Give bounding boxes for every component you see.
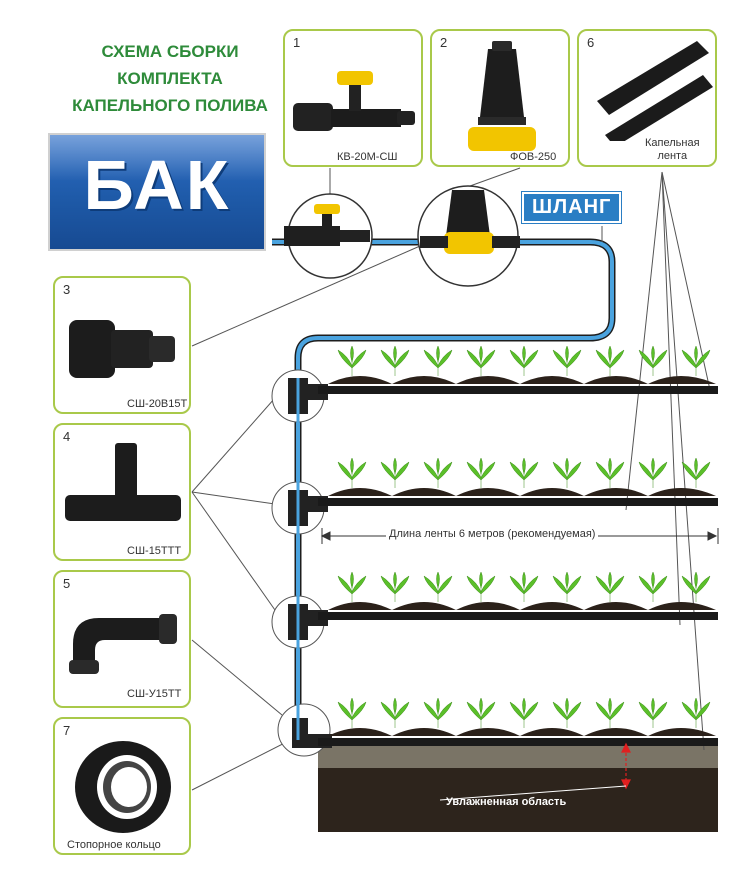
seedling: [467, 572, 495, 602]
adapter-icon: [55, 292, 189, 402]
part-card-3: 3 СШ-20В15Т: [53, 276, 191, 414]
row-1: [318, 376, 718, 394]
seedling: [682, 458, 710, 488]
part-card-5: 5 СШ-У15ТТ: [53, 570, 191, 708]
seedling: [338, 458, 366, 488]
seedling: [338, 346, 366, 376]
part-caption: КВ-20М-СШ: [337, 151, 398, 163]
seedling: [553, 346, 581, 376]
tape-length-note: Длина ленты 6 метров (рекомендуемая): [386, 528, 598, 540]
seedling: [424, 572, 452, 602]
seedling: [510, 346, 538, 376]
part-caption: СШ-15ТТТ: [127, 545, 181, 557]
seedling: [596, 698, 624, 728]
seedling: [682, 698, 710, 728]
filter-icon: [432, 37, 568, 157]
seedling: [338, 572, 366, 602]
seedling: [424, 698, 452, 728]
seedling: [467, 698, 495, 728]
tee-fittings: [272, 370, 332, 756]
drip-tape-icon: [579, 31, 715, 141]
seedling: [510, 458, 538, 488]
seedling: [639, 698, 667, 728]
seedling: [424, 458, 452, 488]
seedling: [467, 458, 495, 488]
hose-label: ШЛАНГ: [522, 192, 621, 223]
row-3: [318, 602, 718, 620]
part-caption: СШ-20В15Т: [127, 398, 187, 410]
seedling: [338, 698, 366, 728]
seedling: [424, 346, 452, 376]
part-caption: СШ-У15ТТ: [127, 688, 181, 700]
title-line-1: СХЕМА СБОРКИ: [60, 38, 280, 65]
part-card-6: 6 Капельная лента: [577, 29, 717, 167]
seedling: [639, 458, 667, 488]
zoom-circle-valve: [288, 194, 372, 278]
seedling: [381, 346, 409, 376]
part-card-1: 1 КВ-20М-СШ: [283, 29, 423, 167]
soil-bed: [318, 738, 718, 832]
main-hose: [272, 242, 612, 740]
seedling: [682, 346, 710, 376]
seedling: [682, 572, 710, 602]
tee-icon: [55, 439, 189, 549]
part-caption: Стопорное кольцо: [67, 839, 161, 851]
part-caption: Капельная лента: [645, 137, 700, 163]
tank-label: БАК: [50, 145, 264, 225]
seedling: [553, 698, 581, 728]
moist-area-note: Увлажненная область: [446, 796, 566, 808]
seedling: [639, 346, 667, 376]
part-card-2: 2 ФОВ-250: [430, 29, 570, 167]
title-line-2: КОМПЛЕКТА: [60, 65, 280, 92]
seedling: [596, 572, 624, 602]
moist-arrow: [622, 744, 630, 788]
seedling: [467, 346, 495, 376]
row-4: [318, 728, 718, 746]
part-card-7: 7 Стопорное кольцо: [53, 717, 191, 855]
seedling: [553, 572, 581, 602]
seedling: [639, 572, 667, 602]
elbow-icon: [55, 586, 189, 696]
seedling: [510, 698, 538, 728]
seedling: [381, 698, 409, 728]
seedling: [381, 572, 409, 602]
seedling: [596, 458, 624, 488]
part-card-4: 4 СШ-15ТТТ: [53, 423, 191, 561]
tank-sign: БАК: [48, 133, 266, 251]
seedling: [596, 346, 624, 376]
part-caption: ФОВ-250: [510, 151, 556, 163]
valve-icon: [285, 45, 421, 155]
seedling: [553, 458, 581, 488]
title-line-3: КАПЕЛЬНОГО ПОЛИВА: [60, 92, 280, 119]
lock-ring-icon: [55, 725, 189, 835]
zoom-circle-filter: [418, 186, 518, 286]
seedling: [381, 458, 409, 488]
diagram-title: СХЕМА СБОРКИ КОМПЛЕКТА КАПЕЛЬНОГО ПОЛИВА: [60, 38, 280, 119]
row-2: [318, 488, 718, 506]
seedling: [510, 572, 538, 602]
